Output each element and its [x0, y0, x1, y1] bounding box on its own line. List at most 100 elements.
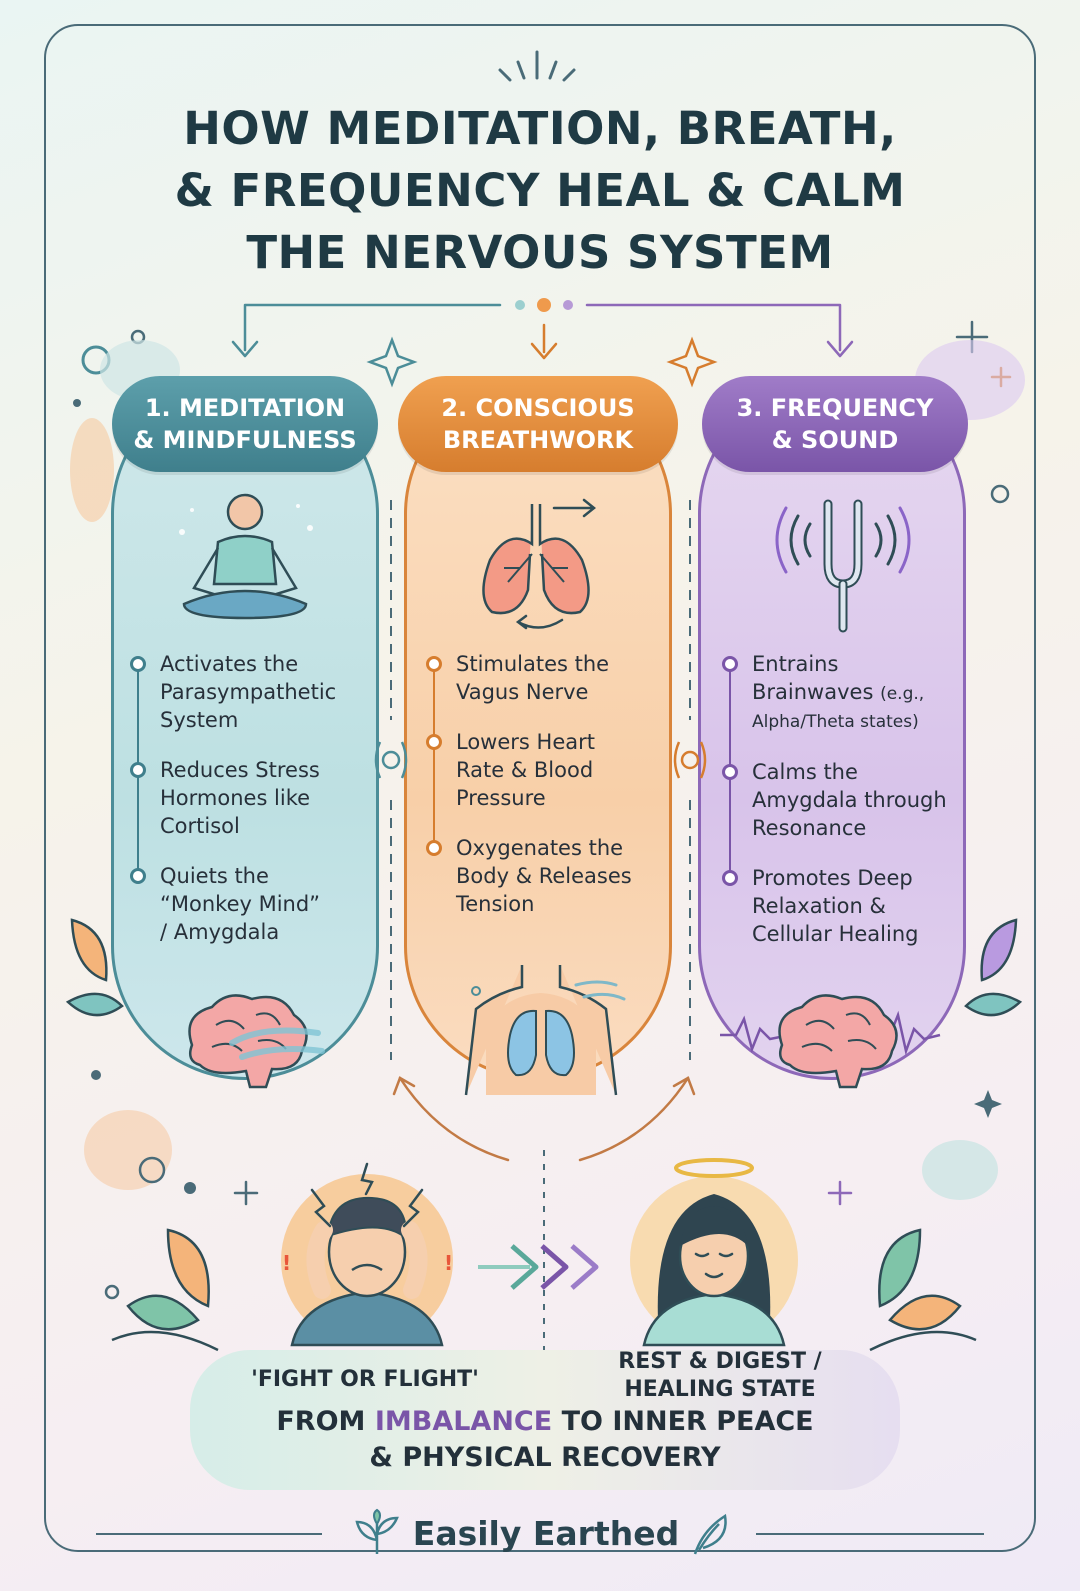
breathwork-bullet-1-line-1: Stimulates the [456, 652, 610, 676]
bullet-dot [426, 734, 442, 750]
tagline-highlight: IMBALANCE [374, 1406, 553, 1437]
lungs-icon [482, 498, 597, 630]
frequency-bullet-1-note-2: Alpha/Theta states) [752, 712, 919, 732]
meditation-bullet-1-line-3: System [160, 708, 239, 732]
breathwork-bullet-2-line-3: Pressure [456, 786, 546, 810]
svg-text:!: ! [444, 1251, 453, 1275]
heading-breathwork-line-1: 2. CONSCIOUS [441, 394, 635, 422]
frequency-bullet-1-line-1: Entrains [752, 652, 839, 676]
bullet-dot [722, 764, 738, 780]
tagline-from: FROM [276, 1406, 375, 1437]
frequency-bullet-3-line-1: Promotes Deep [752, 866, 913, 890]
transition-arrows [478, 1244, 599, 1290]
vagus-loop-icon [374, 741, 408, 779]
sprout-icon [355, 1508, 399, 1554]
frequency-bullet-2-line-3: Resonance [752, 816, 867, 840]
frequency-bullet-1-note-1: (e.g., [880, 684, 925, 704]
frequency-bullet-1-line-2: Brainwaves [752, 680, 874, 704]
brain-icon [188, 994, 325, 1089]
svg-text:!: ! [282, 1251, 291, 1275]
heading-breathwork: 2. CONSCIOUS BREATHWORK [398, 376, 678, 472]
tagline-to: TO INNER PEACE [552, 1406, 814, 1437]
meditation-bullet-1-line-1: Activates the [160, 652, 299, 676]
leaf-icon [694, 1513, 727, 1555]
rest-and-digest-line-1: REST & DIGEST / [618, 1349, 822, 1374]
stressed-person-icon: ! ! [281, 1162, 453, 1347]
title-sparkle-icon [498, 50, 576, 82]
outer-frame [44, 24, 1036, 1552]
title-line-1: HOW MEDITATION, BREATH, [183, 102, 897, 155]
heading-breathwork-line-2: BREATHWORK [442, 426, 634, 454]
breathwork-bullet-3-line-3: Tension [456, 892, 535, 916]
heading-frequency-line-1: 3. FREQUENCY [736, 394, 934, 422]
calm-person-icon [630, 1158, 798, 1347]
heading-frequency-line-2: & SOUND [771, 426, 899, 454]
page-title: HOW MEDITATION, BREATH, & FREQUENCY HEAL… [80, 98, 1000, 284]
breathwork-bullet-2-line-2: Rate & Blood [456, 758, 594, 782]
rest-and-digest-label: REST & DIGEST / HEALING STATE [590, 1348, 850, 1404]
heading-frequency: 3. FREQUENCY & SOUND [702, 376, 968, 472]
meditation-bullet-1-line-2: Parasympathetic [160, 680, 337, 704]
meditation-bullet-3-line-2: “Monkey Mind” [160, 892, 321, 916]
leaf-icon [65, 918, 124, 1017]
title-line-3: THE NERVOUS SYSTEM [246, 226, 834, 279]
title-line-2: & FREQUENCY HEAL & CALM [174, 164, 906, 217]
tagline-line-2: & PHYSICAL RECOVERY [369, 1442, 721, 1473]
leaf-icon [869, 1228, 977, 1352]
frequency-bullet-2-line-2: Amygdala through [752, 788, 947, 812]
bullet-dot [130, 868, 146, 884]
brand-name: Easily Earthed [412, 1513, 680, 1553]
chest-lungs-icon [464, 965, 626, 1096]
bullet-dot [426, 656, 442, 672]
connector-arrows [81, 298, 1012, 388]
tuning-fork-icon [775, 499, 911, 633]
meditation-bullet-2-line-2: Hormones like [160, 786, 311, 810]
meditation-bullet-2-line-1: Reduces Stress [160, 758, 320, 782]
bullet-dot [722, 656, 738, 672]
brain-icon [720, 994, 941, 1089]
brand-footer: Easily Earthed [300, 1508, 780, 1558]
footer-rule-left [96, 1533, 322, 1535]
bottom-band [190, 1350, 900, 1490]
meditation-bullet-2-line-3: Cortisol [160, 814, 240, 838]
tagline: FROM IMBALANCE TO INNER PEACE & PHYSICAL… [180, 1404, 910, 1476]
meditation-bullet-3-line-3: / Amygdala [160, 920, 280, 944]
fight-or-flight-label: 'FIGHT OR FLIGHT' [251, 1367, 479, 1392]
heading-meditation: 1. MEDITATION & MINDFULNESS [112, 376, 378, 472]
breathwork-bullet-1-line-2: Vagus Nerve [456, 680, 589, 704]
rest-and-digest-line-2: HEALING STATE [624, 1377, 816, 1402]
column-meditation [111, 380, 379, 1080]
breathwork-bullet-3-line-2: Body & Releases [456, 864, 632, 888]
bullet-dot [722, 870, 738, 886]
breathwork-bullet-2-line-1: Lowers Heart [456, 730, 595, 754]
bullet-dot [130, 656, 146, 672]
leaf-icon [964, 918, 1023, 1017]
footer-rule-right [756, 1533, 984, 1535]
frequency-bullet-3-line-2: Relaxation & [752, 894, 886, 918]
heading-meditation-line-2: & MINDFULNESS [133, 426, 357, 454]
column-breathwork [404, 380, 672, 1080]
leaf-icon [111, 1228, 219, 1352]
meditation-bullet-3: Quiets the “Monkey Mind” / Amygdala [130, 862, 360, 946]
meditation-person-icon [179, 493, 313, 620]
frequency-bullet-3-line-3: Cellular Healing [752, 922, 919, 946]
heading-meditation-line-1: 1. MEDITATION [144, 394, 346, 422]
breathwork-timeline [433, 668, 435, 850]
frequency-bullet-2-line-1: Calms the [752, 760, 858, 784]
meditation-bullet-3-line-1: Quiets the [160, 864, 269, 888]
bullet-dot [426, 840, 442, 856]
bullet-dot [130, 762, 146, 778]
breathwork-bullet-3-line-1: Oxygenates the [456, 836, 624, 860]
